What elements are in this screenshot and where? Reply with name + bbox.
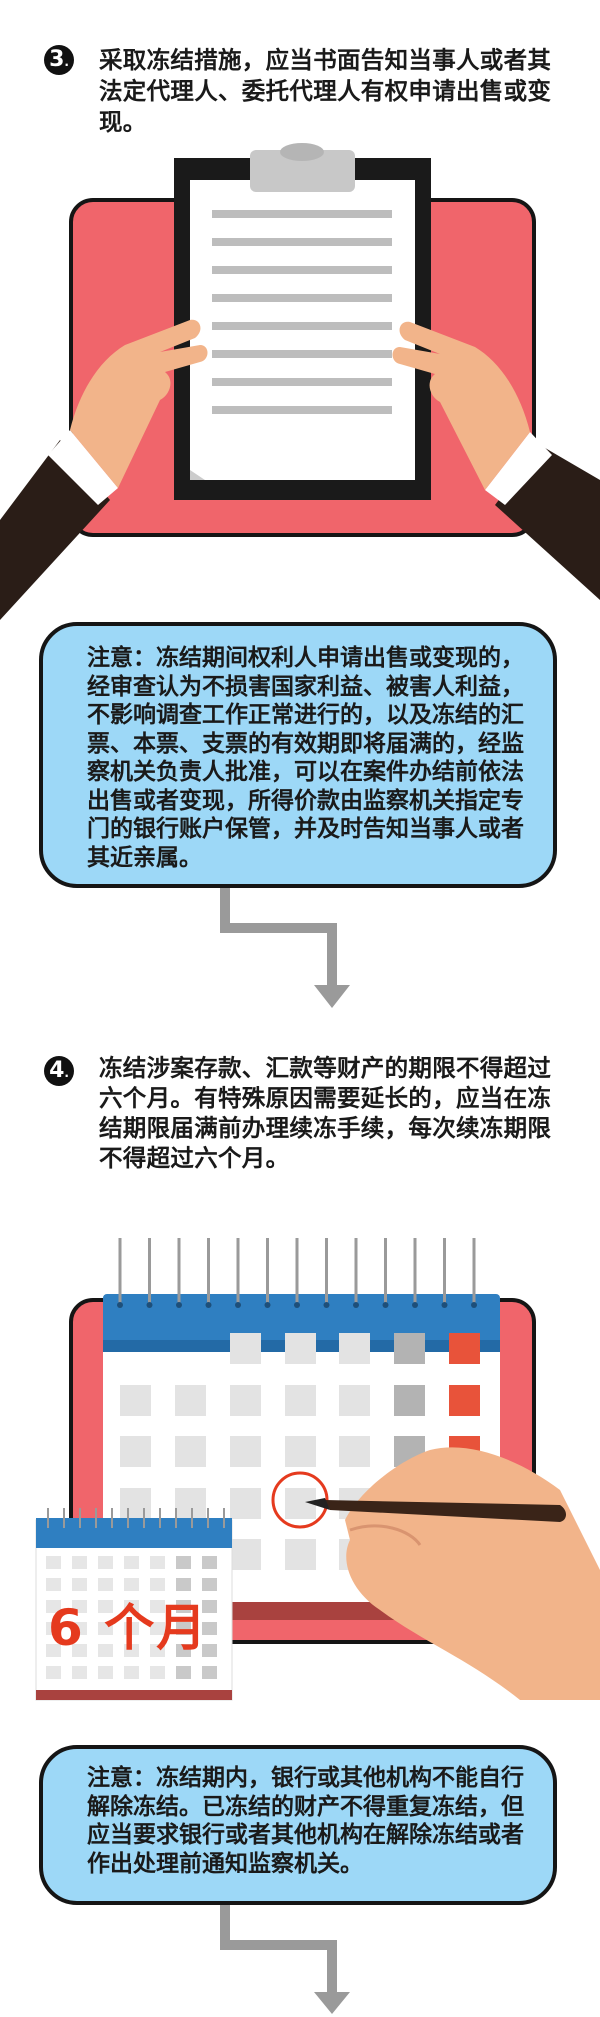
calendar-day	[72, 1622, 87, 1635]
calendar-day	[202, 1600, 217, 1613]
six-months-label: 6 个月	[48, 1599, 209, 1657]
calendar-day	[124, 1556, 139, 1569]
calendar-day	[339, 1333, 370, 1364]
calendar-day	[46, 1600, 61, 1613]
calendar-day	[124, 1644, 139, 1657]
calendar-rings-icon	[117, 1238, 477, 1308]
calendar-day	[339, 1385, 370, 1416]
calendar-day	[285, 1333, 316, 1364]
calendar-day	[230, 1539, 261, 1570]
right-hand-icon	[392, 321, 600, 600]
calendar-day	[98, 1556, 113, 1569]
calendar-day	[46, 1666, 61, 1679]
calendar-day	[46, 1556, 61, 1569]
calendar-day	[339, 1436, 370, 1467]
calendar-day	[46, 1622, 61, 1635]
calendar-day	[394, 1333, 425, 1364]
calendar-day	[150, 1578, 165, 1591]
step-number: 4	[49, 1058, 65, 1083]
calendar-day	[449, 1333, 480, 1364]
calendar-day	[124, 1600, 139, 1613]
step-number-badge: 4.	[44, 1056, 74, 1086]
calendar-day	[150, 1644, 165, 1657]
clipboard-clip	[250, 150, 355, 192]
calendar-day	[202, 1644, 217, 1657]
calendar-day	[120, 1385, 151, 1416]
calendar-day	[150, 1622, 165, 1635]
calendar-day	[175, 1488, 206, 1519]
calendar-day	[72, 1600, 87, 1613]
calendar-day	[230, 1333, 261, 1364]
pen-icon	[325, 1500, 566, 1522]
step-number-badge: 3.	[44, 45, 74, 75]
calendar-day	[202, 1622, 217, 1635]
calendar-day	[176, 1556, 191, 1569]
calendar-day	[98, 1644, 113, 1657]
calendar-day	[230, 1436, 261, 1467]
highlight-circle	[271, 1471, 329, 1529]
writing-hand-icon	[305, 1447, 600, 1700]
calendar-day	[46, 1578, 61, 1591]
calendar-day	[72, 1578, 87, 1591]
calendar-day	[202, 1556, 217, 1569]
calendar-day	[202, 1666, 217, 1679]
calendar-day	[124, 1666, 139, 1679]
calendar-day	[120, 1436, 151, 1467]
calendar-day	[72, 1644, 87, 1657]
calendar-day	[98, 1622, 113, 1635]
small-calendar-icon	[35, 1508, 233, 1701]
arrow-down-icon	[314, 985, 350, 1008]
calendar-day	[150, 1666, 165, 1679]
calendar-day	[98, 1666, 113, 1679]
calendar-day	[176, 1578, 191, 1591]
document-lines-icon	[212, 210, 392, 414]
note1-text: 注意：冻结期间权利人申请出售或变现的，经审查认为不损害国家利益、被害人利益，不影…	[87, 645, 524, 871]
calendar-day	[176, 1666, 191, 1679]
calendar-day	[175, 1385, 206, 1416]
note-box-1: 注意：冻结期间权利人申请出售或变现的，经审查认为不损害国家利益、被害人利益，不影…	[39, 622, 557, 888]
note-box-2: 注意：冻结期内，银行或其他机构不能自行解除冻结。已冻结的财产不得重复冻结，但应当…	[39, 1745, 557, 1905]
step-number: 3	[49, 47, 65, 72]
calendar-day	[230, 1385, 261, 1416]
calendar-day	[120, 1488, 151, 1519]
calendar-day	[285, 1539, 316, 1570]
note2-text: 注意：冻结期内，银行或其他机构不能自行解除冻结。已冻结的财产不得重复冻结，但应当…	[87, 1765, 524, 1877]
calendar-day	[46, 1644, 61, 1657]
calendar-day	[176, 1600, 191, 1613]
clipboard-illustration	[0, 143, 600, 620]
calendar-day	[124, 1622, 139, 1635]
calendar-day	[175, 1436, 206, 1467]
calendar-day	[394, 1385, 425, 1416]
calendar-day	[449, 1385, 480, 1416]
step4-text: 冻结涉案存款、汇款等财产的期限不得超过六个月。有特殊原因需要延长的，应当在冻结期…	[99, 1054, 552, 1172]
flow-arrow-1	[220, 888, 350, 1008]
calendar-day	[98, 1600, 113, 1613]
calendar-day	[176, 1622, 191, 1635]
calendar-day	[150, 1600, 165, 1613]
calendar-day	[72, 1666, 87, 1679]
calendar-day	[285, 1385, 316, 1416]
calendar-day	[150, 1556, 165, 1569]
calendar-day	[202, 1578, 217, 1591]
left-hand-icon	[0, 319, 208, 620]
calendar-day	[98, 1578, 113, 1591]
calendar-day	[176, 1644, 191, 1657]
calendar-day	[72, 1556, 87, 1569]
flow-arrow-2	[220, 1905, 350, 2014]
calendar-day	[230, 1488, 261, 1519]
calendar-illustration	[35, 1238, 600, 1701]
arrow-down-icon	[314, 1992, 350, 2014]
step3-text: 采取冻结措施，应当书面告知当事人或者其法定代理人、委托代理人有权申请出售或变现。	[99, 46, 552, 136]
calendar-day	[124, 1578, 139, 1591]
calendar-day	[285, 1436, 316, 1467]
